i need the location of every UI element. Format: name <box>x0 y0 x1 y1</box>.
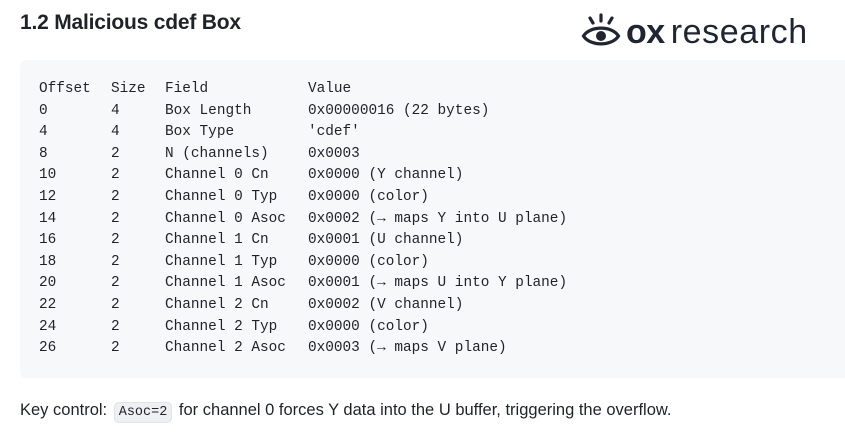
cell-size: 2 <box>111 145 120 162</box>
table-row: 26 2 Channel 2 Asoc 0x0003 (→ maps V pla… <box>39 338 567 360</box>
caption-suffix: for channel 0 forces Y data into the U b… <box>178 401 672 419</box>
cell-value: 0x0001 (→ maps U into Y plane) <box>308 275 568 292</box>
cell-offset: 26 <box>39 340 57 357</box>
cell-offset: 0 <box>39 102 48 119</box>
cell-size: 2 <box>111 253 120 270</box>
table-row: 4 4 Box Type 'cdef' <box>39 122 567 144</box>
table-row: 20 2 Channel 1 Asoc 0x0001 (→ maps U int… <box>39 273 567 295</box>
cell-offset: 14 <box>39 210 57 227</box>
key-control-caption: Key control: Asoc=2 for channel 0 forces… <box>20 401 672 423</box>
table-header-row: Offset Size Field Value <box>39 79 567 101</box>
header-field: Field <box>165 81 209 97</box>
cell-offset: 20 <box>39 275 57 292</box>
cell-field: Channel 0 Asoc <box>165 210 286 227</box>
cell-value: 0x0000 (Y channel) <box>308 167 464 184</box>
table-row: 8 2 N (channels) 0x0003 <box>39 144 567 166</box>
cell-value: 0x0003 (→ maps V plane) <box>308 340 507 357</box>
brand-logo: ox research <box>581 12 808 52</box>
cell-offset: 10 <box>39 167 57 184</box>
cell-size: 2 <box>111 318 120 335</box>
caption-prefix: Key control: <box>20 401 108 419</box>
header-value: Value <box>308 81 352 97</box>
cell-field: Channel 2 Asoc <box>165 340 286 357</box>
inline-code-asoc: Asoc=2 <box>113 402 173 423</box>
cell-offset: 22 <box>39 296 57 313</box>
table-row: 10 2 Channel 0 Cn 0x0000 (Y channel) <box>39 165 567 187</box>
header-offset: Offset <box>39 81 91 97</box>
cell-offset: 12 <box>39 188 57 205</box>
cell-size: 2 <box>111 188 120 205</box>
cdef-box-table: Offset Size Field Value 0 4 Box Length 0… <box>39 79 567 360</box>
cell-field: Channel 1 Asoc <box>165 275 286 292</box>
table-row: 24 2 Channel 2 Typ 0x0000 (color) <box>39 317 567 339</box>
cell-field: Channel 2 Cn <box>165 296 269 313</box>
cell-value: 0x0000 (color) <box>308 188 429 205</box>
cell-field: Channel 2 Typ <box>165 318 278 335</box>
cell-field: Box Type <box>165 124 235 141</box>
cell-size: 2 <box>111 167 120 184</box>
header-size: Size <box>111 81 146 97</box>
table-row: 12 2 Channel 0 Typ 0x0000 (color) <box>39 187 567 209</box>
brand-name-ox: ox <box>626 13 665 51</box>
cell-field: N (channels) <box>165 145 269 162</box>
cell-value: 0x0003 <box>308 145 360 162</box>
cell-value: 0x0000 (color) <box>308 318 429 335</box>
cell-field: Box Length <box>165 102 252 119</box>
table-row: 0 4 Box Length 0x00000016 (22 bytes) <box>39 101 567 123</box>
cell-field: Channel 0 Typ <box>165 188 278 205</box>
table-row: 16 2 Channel 1 Cn 0x0001 (U channel) <box>39 230 567 252</box>
table-row: 18 2 Channel 1 Typ 0x0000 (color) <box>39 252 567 274</box>
cell-offset: 16 <box>39 232 57 249</box>
section-title: 1.2 Malicious cdef Box <box>20 11 241 34</box>
cell-offset: 4 <box>39 124 48 141</box>
table-row: 22 2 Channel 2 Cn 0x0002 (V channel) <box>39 295 567 317</box>
cell-field: Channel 1 Typ <box>165 253 278 270</box>
cell-value: 0x00000016 (22 bytes) <box>308 102 490 119</box>
code-block: Offset Size Field Value 0 4 Box Length 0… <box>20 60 845 378</box>
cell-size: 2 <box>111 296 120 313</box>
cell-value: 0x0002 (V channel) <box>308 296 464 313</box>
cell-value: 0x0000 (color) <box>308 253 429 270</box>
cell-offset: 18 <box>39 253 57 270</box>
eye-icon <box>581 13 621 46</box>
cell-size: 2 <box>111 340 120 357</box>
cell-size: 4 <box>111 102 120 119</box>
cell-value: 'cdef' <box>308 124 360 141</box>
cell-size: 2 <box>111 232 120 249</box>
cell-size: 2 <box>111 275 120 292</box>
cell-value: 0x0002 (→ maps Y into U plane) <box>308 210 568 227</box>
cell-offset: 8 <box>39 145 48 162</box>
brand-name-research: research <box>670 13 808 51</box>
cell-field: Channel 0 Cn <box>165 167 269 184</box>
cell-value: 0x0001 (U channel) <box>308 232 464 249</box>
cell-size: 2 <box>111 210 120 227</box>
cell-size: 4 <box>111 124 120 141</box>
table-row: 14 2 Channel 0 Asoc 0x0002 (→ maps Y int… <box>39 209 567 231</box>
cell-offset: 24 <box>39 318 57 335</box>
cell-field: Channel 1 Cn <box>165 232 269 249</box>
